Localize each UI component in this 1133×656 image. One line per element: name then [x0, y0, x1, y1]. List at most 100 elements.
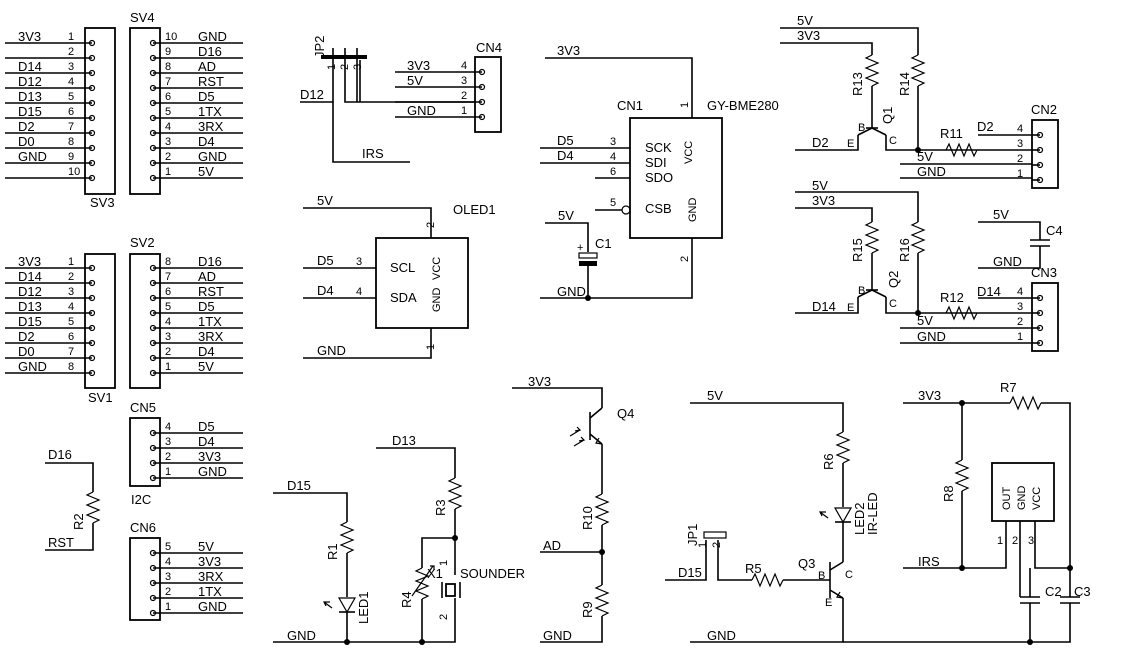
pin-socket [88, 309, 96, 317]
net-label: D13 [18, 89, 42, 104]
resistor-r8-label: R8 [941, 485, 956, 502]
pin-socket [88, 279, 96, 287]
sounder-x1-pin2: 2 [438, 614, 450, 620]
net-label: 1TX [198, 314, 222, 329]
resistor-r2-label: R2 [71, 513, 86, 530]
pin-socket [478, 98, 486, 106]
pin-socket [88, 69, 96, 77]
connector-cn5-label: CN5 [130, 400, 156, 415]
pin-number: 7 [68, 121, 74, 133]
resistor-r2-circuit: D16 RST R2 [45, 447, 101, 551]
net-label: GND [198, 464, 227, 479]
connector-cn4-label: CN4 [476, 40, 502, 55]
header-sv3-label: SV3 [90, 195, 115, 210]
net-label: GND [18, 149, 47, 164]
net-label: GND [18, 359, 47, 374]
sensor-cn1-pin-csb: 5 [610, 197, 616, 209]
net-label-d14-q2: D14 [812, 299, 836, 314]
pin-number: 1 [68, 31, 74, 43]
net-label-d16: D16 [48, 447, 72, 462]
transistor-q2-c: C [889, 298, 897, 310]
resistor-r3-label: R3 [433, 499, 448, 516]
net-label: GND [198, 599, 227, 614]
ir-receiver-out: OUT [1001, 487, 1013, 511]
net-label-5v-oled: 5V [317, 193, 333, 208]
cn6-row: 1 GND [149, 599, 243, 617]
pin-socket [1036, 161, 1044, 169]
header-sv4-body [129, 27, 161, 195]
cn3-row: 3 [1017, 301, 1044, 317]
pin-number: 2 [1017, 153, 1023, 165]
jumper-jp1-body [703, 531, 727, 539]
led-led1-label: LED1 [356, 591, 371, 624]
resistor-r13-label: R13 [850, 72, 865, 96]
cn4-row: 35V [395, 73, 486, 91]
sv1-row: 7D0 [5, 344, 96, 362]
header-sv3-body [84, 27, 116, 195]
net-label-gnd-led1: GND [287, 628, 316, 643]
capacitor-c3-label: C3 [1074, 584, 1091, 599]
pin-socket [88, 264, 96, 272]
net-label-3v3-q4: 3V3 [528, 374, 551, 389]
sensor-cn1-part: GY-BME280 [707, 98, 779, 113]
sensor-cn1-vcc-label: VCC [683, 141, 695, 164]
pin-number: 7 [165, 271, 171, 283]
pin-number: 1 [165, 166, 171, 178]
transistor-q2-e: E [847, 302, 854, 314]
pin-number: 2 [165, 346, 171, 358]
header-sv2-label: SV2 [130, 235, 155, 250]
pin-number: 8 [165, 61, 171, 73]
capacitor-c2-label: C2 [1045, 584, 1062, 599]
sensor-cn1-func-sck: SCK [645, 140, 672, 155]
pin-socket [149, 129, 157, 137]
display-oled1-pin-vcc: 2 [425, 222, 437, 228]
resistor-r11-label: R11 [940, 126, 963, 141]
pin-number: 6 [165, 286, 171, 298]
sounder-circuit: D13 R3 R4 X1 SOUNDER 1 2 [344, 433, 525, 645]
pin-socket [88, 54, 96, 62]
pin-socket [88, 144, 96, 152]
pin-number: 2 [165, 586, 171, 598]
cn2-row: 1 [1017, 168, 1044, 184]
pin-socket [149, 369, 157, 377]
net-label-d15-led1: D15 [287, 478, 311, 493]
pin-number: 3 [1017, 138, 1023, 150]
ir-receiver-pin3: 3 [1028, 535, 1034, 547]
resistor-r6-label: R6 [821, 453, 836, 470]
jumper-jp2-bar [321, 55, 367, 59]
connector-cn6-label: CN6 [130, 520, 156, 535]
junction-dot [344, 639, 350, 645]
net-label-gnd-cn2: GND [917, 164, 946, 179]
sv3-row: 10 [5, 166, 96, 182]
display-oled1-gnd: GND [431, 288, 443, 313]
junction-dot [1067, 565, 1073, 571]
sensor-cn1-func-sdo: SDO [645, 170, 673, 185]
pin-number: 1 [165, 601, 171, 613]
sounder-x1-sublabel: SOUNDER [460, 566, 525, 581]
pin-number: 4 [68, 76, 74, 88]
display-oled1-pin-gnd: 1 [425, 344, 437, 350]
net-label-5v-q1: 5V [797, 13, 813, 28]
pin-socket [1036, 324, 1044, 332]
pin-number: 2 [68, 46, 74, 58]
net-label: RST [198, 284, 224, 299]
net-label: D5 [198, 89, 215, 104]
display-oled1-pin-sda: 4 [356, 286, 362, 298]
pin-socket [149, 444, 157, 452]
jumper-jp2-pin1: 1 [326, 64, 338, 70]
cn2-row: 4 [1017, 123, 1044, 139]
jumper-jp1-label: JP1 [685, 524, 700, 546]
